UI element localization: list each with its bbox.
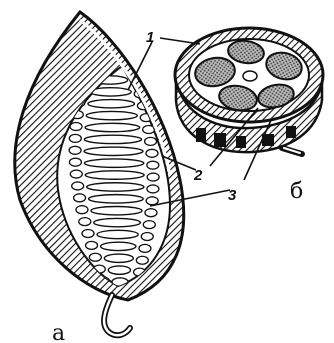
seed (76, 206, 88, 214)
seed (70, 123, 82, 131)
seed (89, 195, 144, 203)
seed (146, 197, 158, 205)
seed (139, 244, 151, 252)
seed (84, 159, 143, 167)
pod-longitudinal-section (15, 12, 184, 335)
seed (145, 209, 157, 217)
seed (82, 229, 94, 237)
seed (70, 170, 82, 178)
seed (146, 149, 158, 157)
label-1: 1 (146, 29, 154, 46)
label-2: 2 (193, 167, 203, 184)
label-3: 3 (228, 187, 237, 204)
label-a: а (52, 321, 65, 343)
seed (86, 241, 98, 249)
seed (141, 232, 153, 240)
leader-1-to-cross (160, 38, 200, 44)
seed (147, 185, 159, 193)
seed (72, 182, 84, 190)
seed (143, 221, 155, 229)
seed (79, 218, 91, 226)
seed (69, 146, 81, 154)
seed (108, 266, 130, 274)
seed (136, 256, 148, 264)
seed (86, 111, 137, 119)
seed (104, 254, 133, 262)
seed (69, 134, 81, 142)
seed (101, 242, 136, 250)
seed (87, 183, 144, 191)
seed (147, 173, 159, 181)
seed (145, 137, 157, 145)
seed (74, 194, 86, 202)
seed (94, 218, 141, 226)
seed (84, 147, 143, 155)
seed (91, 207, 142, 215)
pod-cross-section (175, 28, 323, 154)
seed (85, 171, 144, 179)
seed (147, 161, 159, 169)
label-b: б (290, 179, 303, 204)
seed (89, 253, 101, 261)
seed (88, 100, 135, 108)
seed (69, 158, 81, 166)
seed (85, 123, 140, 131)
seed (84, 135, 141, 143)
seed (97, 230, 138, 238)
